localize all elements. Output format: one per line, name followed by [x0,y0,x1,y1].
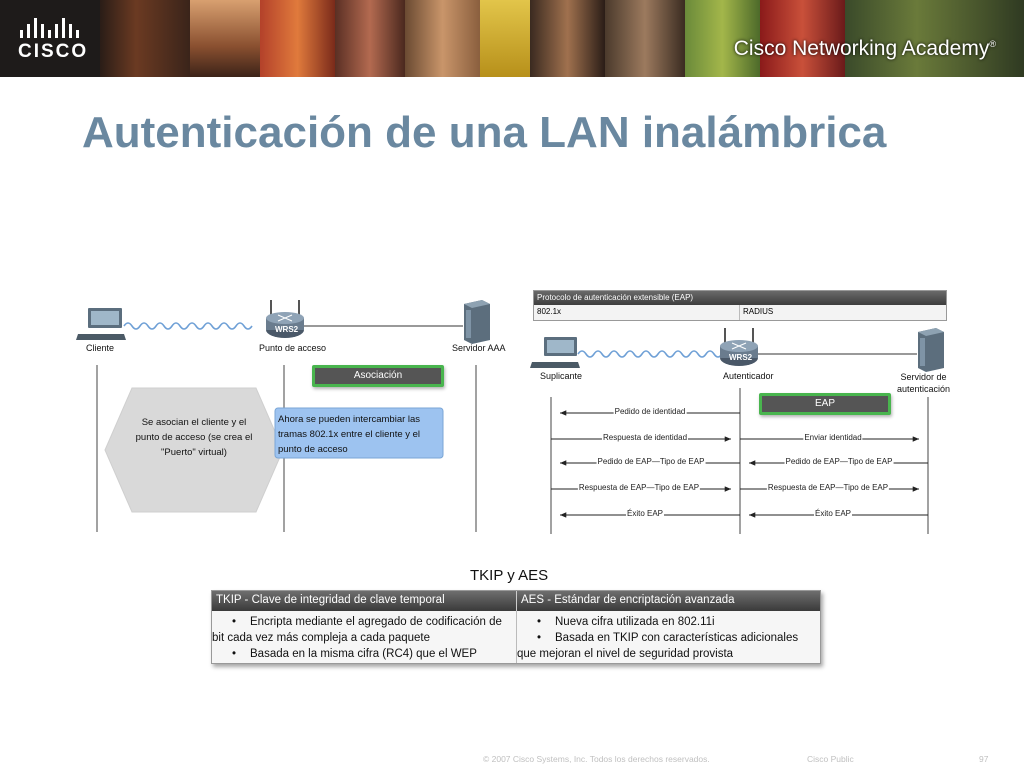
msg-respuesta-eap-left: Respuesta de EAP—Tipo de EAP [577,483,701,492]
tkip-table-header: TKIP - Clave de integridad de clave temp… [212,591,820,611]
router-icon [720,328,758,366]
footer-page-number: 97 [979,754,989,764]
footer: © 2007 Cisco Systems, Inc. Todos los der… [0,752,1024,768]
router-label-left: WRS2 [275,325,299,334]
eap-cell-radius: RADIUS [743,307,774,316]
tkip-column: •Encripta mediante el agregado de codifi… [212,611,517,663]
msg-exito-right: Éxito EAP [813,509,853,518]
right-diagram [530,328,944,534]
page-title: Autenticación de una LAN inalámbrica [82,108,887,157]
list-item: •Nueva cifra utilizada en 802.11i [536,616,715,628]
list-item-continuation: que mejoran el nivel de seguridad provis… [517,648,734,660]
eap-table-header: Protocolo de autenticación extensible (E… [534,291,946,305]
tkip-aes-title: TKIP y AES [470,567,549,584]
eap-protocol-table: Protocolo de autenticación extensible (E… [533,290,947,321]
list-item-continuation: bit cada vez más compleja a cada paquete [212,632,430,644]
cisco-logo: CISCO [18,14,98,64]
label-autenticador: Autenticador [723,371,774,381]
wireless-link [577,350,723,358]
label-suplicante: Suplicante [540,371,583,381]
callout-text: Ahora se pueden intercambiar las tramas … [278,414,421,455]
academy-name: Cisco Networking Academy® [733,37,996,60]
footer-copyright: © 2007 Cisco Systems, Inc. Todos los der… [483,754,710,764]
left-diagram [76,300,490,532]
list-item: •Basada en la misma cifra (RC4) que el W… [231,648,477,660]
router-icon [266,300,304,338]
header-banner: CISCO Cisco Networking Academy® [0,0,1024,77]
wireless-link [123,322,253,330]
list-item: •Basada en TKIP con características adic… [536,632,799,644]
cisco-bars-icon [18,14,98,38]
msg-respuesta-identidad: Respuesta de identidad [601,433,689,442]
msg-pedido-eap-right: Pedido de EAP—Tipo de EAP [784,457,894,466]
tkip-header: TKIP - Clave de integridad de clave temp… [212,591,517,611]
tkip-table-body: •Encripta mediante el agregado de codifi… [212,611,820,663]
aes-header: AES - Estándar de encriptación avanzada [521,594,735,606]
aes-column: •Nueva cifra utilizada en 802.11i •Basad… [517,611,798,663]
label-servidor-autenticacion: Servidor de autenticación [897,372,951,394]
server-icon [464,300,490,344]
router-label-right: WRS2 [729,353,753,362]
list-item: •Encripta mediante el agregado de codifi… [231,616,502,628]
cisco-wordmark: CISCO [18,41,89,62]
label-servidor-aaa: Servidor AAA [452,343,506,353]
laptop-icon [76,308,126,340]
tkip-aes-table: TKIP - Clave de integridad de clave temp… [211,590,821,664]
msg-pedido-eap-left: Pedido de EAP—Tipo de EAP [596,457,706,466]
callout-box [274,407,444,459]
server-icon [918,328,944,372]
eap-button[interactable]: EAP [759,393,891,415]
laptop-icon [530,337,580,368]
msg-respuesta-eap-right: Respuesta de EAP—Tipo de EAP [766,483,890,492]
eap-cell-8021x: 802.1x [534,305,740,320]
eap-table-row: 802.1x RADIUS [534,305,946,320]
footer-classification: Cisco Public [807,754,854,764]
asociacion-button[interactable]: Asociación [312,365,444,387]
label-cliente: Cliente [86,343,115,353]
label-punto-acceso: Punto de acceso [259,343,327,353]
msg-exito-left: Éxito EAP [625,509,665,518]
msg-enviar-identidad: Enviar identidad [803,433,863,442]
msg-pedido-identidad: Pedido de identidad [613,407,687,416]
hexagon-text: Se asocian el cliente y el punto de acce… [135,417,253,458]
